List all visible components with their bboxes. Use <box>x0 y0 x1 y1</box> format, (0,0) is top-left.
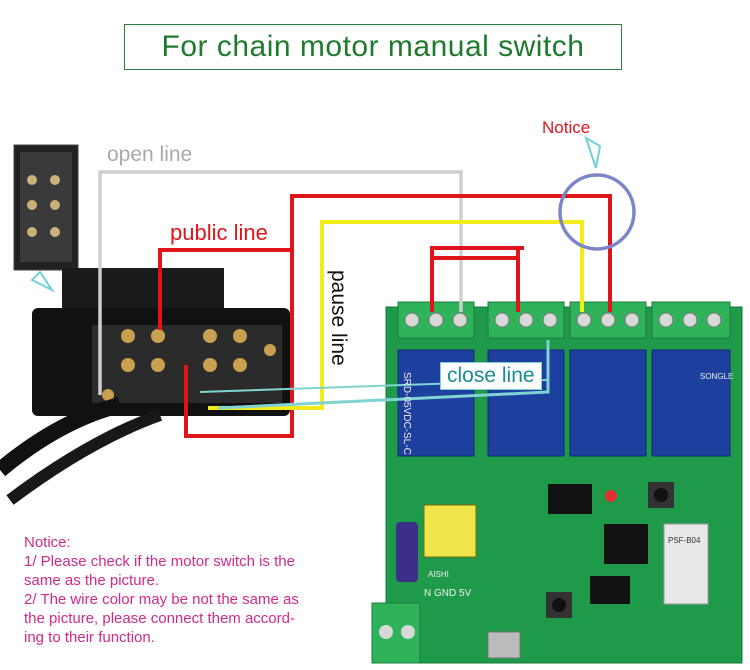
motor-switch <box>0 268 290 505</box>
open-line-label: open line <box>107 143 193 166</box>
notice-heading: Notice: <box>24 534 71 551</box>
notice-line: same as the picture. <box>24 572 160 589</box>
notice-line: 2/ The wire color may be not the same as <box>24 591 299 608</box>
pause-line-label: pause line <box>327 270 350 366</box>
notice-callout <box>558 135 636 251</box>
close-line-label: close line <box>440 362 542 390</box>
page-title: For chain motor manual switch <box>124 24 622 70</box>
pause-line-wire <box>320 220 584 385</box>
public-line-label: public line <box>170 220 268 245</box>
notice-line: the picture, please connect them accord- <box>24 610 295 627</box>
module-marking: PSF-B04 <box>668 536 701 545</box>
public-line-return <box>184 196 294 438</box>
capacitor-marking: AISHI <box>428 570 449 579</box>
switch-inset-photo <box>13 144 79 293</box>
relay-board <box>371 301 743 664</box>
notice-callout-label: Notice <box>542 118 591 137</box>
relay-brand: SONGLE <box>700 372 734 381</box>
notice-text-block: Notice: 1/ Please check if the motor swi… <box>24 533 354 647</box>
open-line-wire <box>98 170 463 395</box>
notice-line: 1/ Please check if the motor switch is t… <box>24 553 295 570</box>
close-line-wire <box>217 340 550 410</box>
wires <box>98 170 612 438</box>
public-line-jumper-1 <box>430 256 520 312</box>
relay-marking: SRD-05VDC-SL-C <box>401 372 412 455</box>
notice-line: ing to their function. <box>24 629 155 646</box>
terminal-marking: N GND 5V <box>424 588 472 599</box>
